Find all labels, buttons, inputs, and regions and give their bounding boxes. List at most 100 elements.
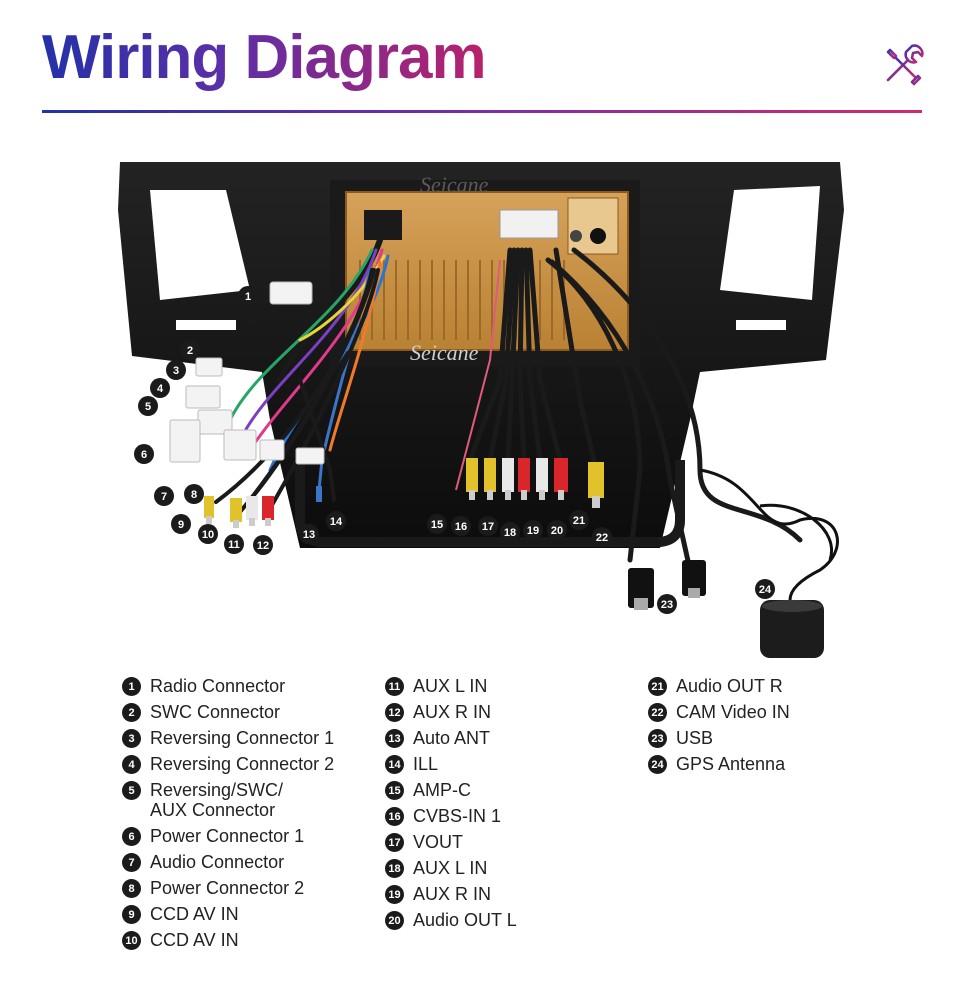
legend-number-badge: 5 xyxy=(122,781,141,800)
callout-number: 24 xyxy=(759,584,772,596)
legend-number-badge: 11 xyxy=(385,677,404,696)
callout-circle xyxy=(299,524,319,544)
legend-label: Auto ANT xyxy=(413,728,491,748)
legend-label: AUX L IN xyxy=(413,858,488,878)
callout-circle xyxy=(500,522,520,542)
legend-label: CCD AV IN xyxy=(150,904,239,924)
legend-label: USB xyxy=(676,728,714,748)
callout-circle xyxy=(451,516,471,536)
right-slot xyxy=(736,320,786,330)
legend-number-badge: 8 xyxy=(122,879,141,898)
callout-number: 22 xyxy=(596,532,608,544)
legend-number-badge: 13 xyxy=(385,729,404,748)
legend-item: 7 Audio Connector xyxy=(122,852,334,872)
callout-number: 9 xyxy=(178,519,184,531)
callout-number: 14 xyxy=(330,516,343,528)
callout-number: 2 xyxy=(187,345,193,357)
callout-circle xyxy=(134,444,154,464)
legend-label: Reversing Connector 2 xyxy=(150,754,335,774)
legend-label: AUX R IN xyxy=(413,884,492,904)
brand-watermark-bottom: Seicane xyxy=(410,340,479,365)
legend-item: 16 CVBS-IN 1 xyxy=(385,806,517,826)
legend-label: AUX R IN xyxy=(413,702,492,722)
callout-circle xyxy=(547,520,567,540)
callout-number: 5 xyxy=(145,401,151,413)
legend-label: Audio Connector xyxy=(150,852,285,872)
callout-circle xyxy=(592,527,612,547)
left-vent xyxy=(150,190,250,300)
legend-number-badge: 12 xyxy=(385,703,404,722)
callout-number: 18 xyxy=(504,527,516,539)
legend-number-badge: 18 xyxy=(385,859,404,878)
legend-label: GPS Antenna xyxy=(676,754,786,774)
left-connectors xyxy=(169,281,325,528)
callout-circle xyxy=(150,378,170,398)
callout-number: 20 xyxy=(551,525,563,537)
callout-number: 1 xyxy=(245,291,251,303)
legend-item: 8 Power Connector 2 xyxy=(122,878,334,898)
callout-circle xyxy=(523,520,543,540)
legend-item: 18 AUX L IN xyxy=(385,858,517,878)
callout-number: 16 xyxy=(455,521,467,533)
callout-circle xyxy=(657,594,677,614)
title-underline xyxy=(42,110,922,113)
callout-circle xyxy=(154,486,174,506)
legend-number-badge: 7 xyxy=(122,853,141,872)
callout-number: 21 xyxy=(573,515,585,527)
page-title: Wiring Diagram xyxy=(42,18,487,98)
legend-number-badge: 22 xyxy=(648,703,667,722)
legend-number-badge: 1 xyxy=(122,677,141,696)
callout-circle xyxy=(326,511,346,531)
callout-number: 12 xyxy=(257,540,269,552)
legend-item: 17 VOUT xyxy=(385,832,517,852)
callout-number: 7 xyxy=(161,491,167,503)
callout-number: 23 xyxy=(661,599,673,611)
legend-number-badge: 17 xyxy=(385,833,404,852)
legend-number-badge: 23 xyxy=(648,729,667,748)
callout-number: 15 xyxy=(431,519,443,531)
legend-number-badge: 14 xyxy=(385,755,404,774)
callout-circle xyxy=(238,286,258,306)
callout-number: 13 xyxy=(303,529,315,541)
legend-number-badge: 6 xyxy=(122,827,141,846)
callout-circle xyxy=(171,514,191,534)
legend-label: VOUT xyxy=(413,832,464,852)
legend-number-badge: 15 xyxy=(385,781,404,800)
legend-label: Reversing/SWC/ AUX Connector xyxy=(150,780,284,820)
callout-circle xyxy=(166,360,186,380)
legend-label: Audio OUT R xyxy=(676,676,783,696)
legend-item: 19 AUX R IN xyxy=(385,884,517,904)
legend-item: 24 GPS Antenna xyxy=(648,754,790,774)
callout-circle xyxy=(569,510,589,530)
callout-circle xyxy=(224,534,244,554)
legend-number-badge: 2 xyxy=(122,703,141,722)
legend-label: CCD AV IN xyxy=(150,930,239,950)
callout-circle xyxy=(253,535,273,555)
legend-number-badge: 24 xyxy=(648,755,667,774)
callout-number: 4 xyxy=(157,383,164,395)
left-slot xyxy=(176,320,236,330)
legend-label: CVBS-IN 1 xyxy=(413,806,502,826)
legend-number-badge: 21 xyxy=(648,677,667,696)
legend-item: 13 Auto ANT xyxy=(385,728,517,748)
right-vent xyxy=(720,186,820,300)
legend-number-badge: 19 xyxy=(385,885,404,904)
legend-number-badge: 16 xyxy=(385,807,404,826)
callout-number: 19 xyxy=(527,525,539,537)
callout-circle xyxy=(755,579,775,599)
tools-icon xyxy=(886,44,924,86)
legend-label: Power Connector 2 xyxy=(150,878,305,898)
callout-number: 3 xyxy=(173,365,179,377)
legend-item: 21 Audio OUT R xyxy=(648,676,790,696)
legend-label: Audio OUT L xyxy=(413,910,517,930)
